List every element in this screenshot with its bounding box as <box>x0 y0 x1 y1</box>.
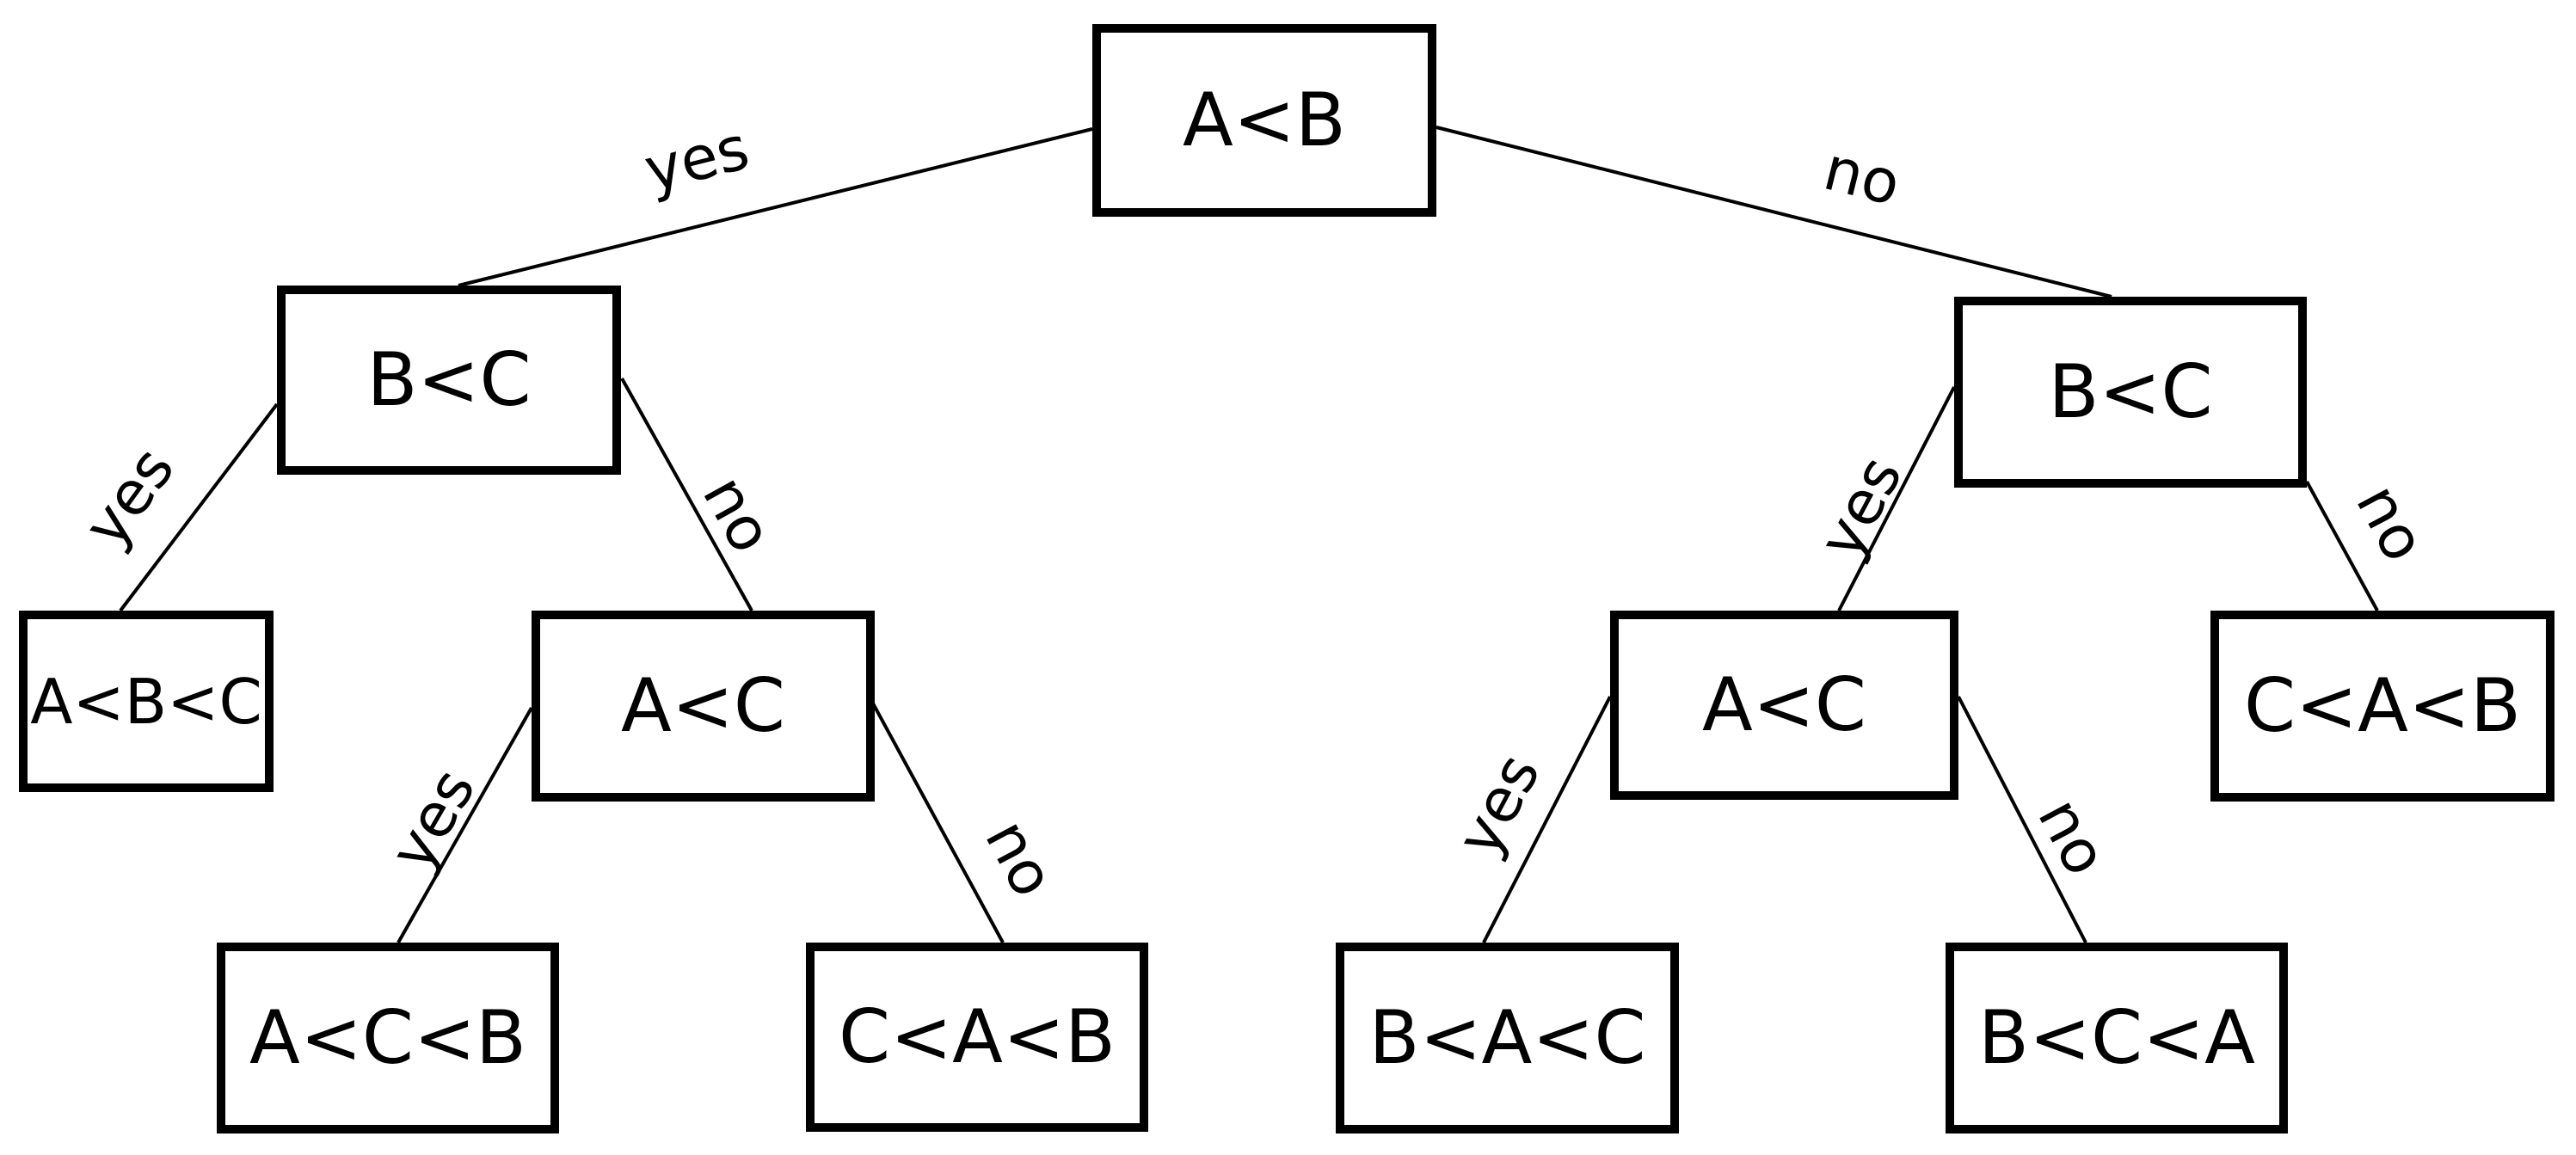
node-label: A<C<B <box>249 995 526 1081</box>
leaf-node-c-a-b-right: C<A<B <box>2210 611 2554 802</box>
decision-node-root-a-lt-b: A<B <box>1092 24 1436 217</box>
tree-edge-bc-left-abc <box>119 402 279 612</box>
node-label: C<A<B <box>2244 663 2521 749</box>
tree-edge-root-bc-left <box>458 127 1093 287</box>
leaf-node-b-a-c: B<A<C <box>1336 943 1679 1133</box>
tree-edge-ac-right-bac <box>1482 696 1612 943</box>
leaf-node-c-a-b-left: C<A<B <box>806 943 1148 1132</box>
node-label: A<C <box>1702 662 1866 748</box>
edge-label-yes: yes <box>1804 445 1915 569</box>
edge-label-no: no <box>2342 473 2439 572</box>
leaf-node-a-b-c: A<B<C <box>19 611 274 792</box>
edge-label-no: no <box>689 464 787 564</box>
edge-label-yes: yes <box>1442 742 1553 867</box>
node-label: B<C <box>366 337 532 423</box>
tree-edge-root-bc-right <box>1436 126 2112 298</box>
decision-node-a-lt-c-left: A<C <box>532 611 875 802</box>
tree-edge-ac-left-cab-left <box>871 703 1005 943</box>
node-label: A<B <box>1183 77 1346 163</box>
tree-edge-bc-left-ac-left <box>620 378 753 611</box>
node-label: B<A<C <box>1368 995 1646 1081</box>
decision-node-a-lt-c-right: A<C <box>1610 611 1958 800</box>
node-label: A<B<C <box>30 665 262 738</box>
tree-edge-ac-right-bca <box>1957 696 2087 943</box>
leaf-node-b-c-a: B<C<A <box>1946 943 2288 1133</box>
node-label: A<C <box>621 663 785 749</box>
edge-label-no: no <box>1817 133 1907 220</box>
node-label: C<A<B <box>839 994 1116 1080</box>
leaf-node-a-c-b: A<C<B <box>217 943 559 1133</box>
edge-label-no: no <box>971 808 1068 907</box>
edge-label-no: no <box>2024 787 2121 886</box>
edge-label-yes: yes <box>376 757 489 882</box>
tree-edge-ac-left-acb <box>397 707 533 943</box>
decision-node-b-lt-c-left: B<C <box>277 286 621 475</box>
edge-label-yes: yes <box>70 434 188 560</box>
node-label: B<C <box>2048 349 2213 435</box>
edge-label-yes: yes <box>637 113 755 206</box>
tree-edge-bc-right-ac-right <box>1837 386 1956 611</box>
decision-node-b-lt-c-right: B<C <box>1954 297 2307 488</box>
node-label: B<C<A <box>1978 995 2255 1081</box>
tree-edge-bc-right-cab-right <box>2305 481 2379 611</box>
